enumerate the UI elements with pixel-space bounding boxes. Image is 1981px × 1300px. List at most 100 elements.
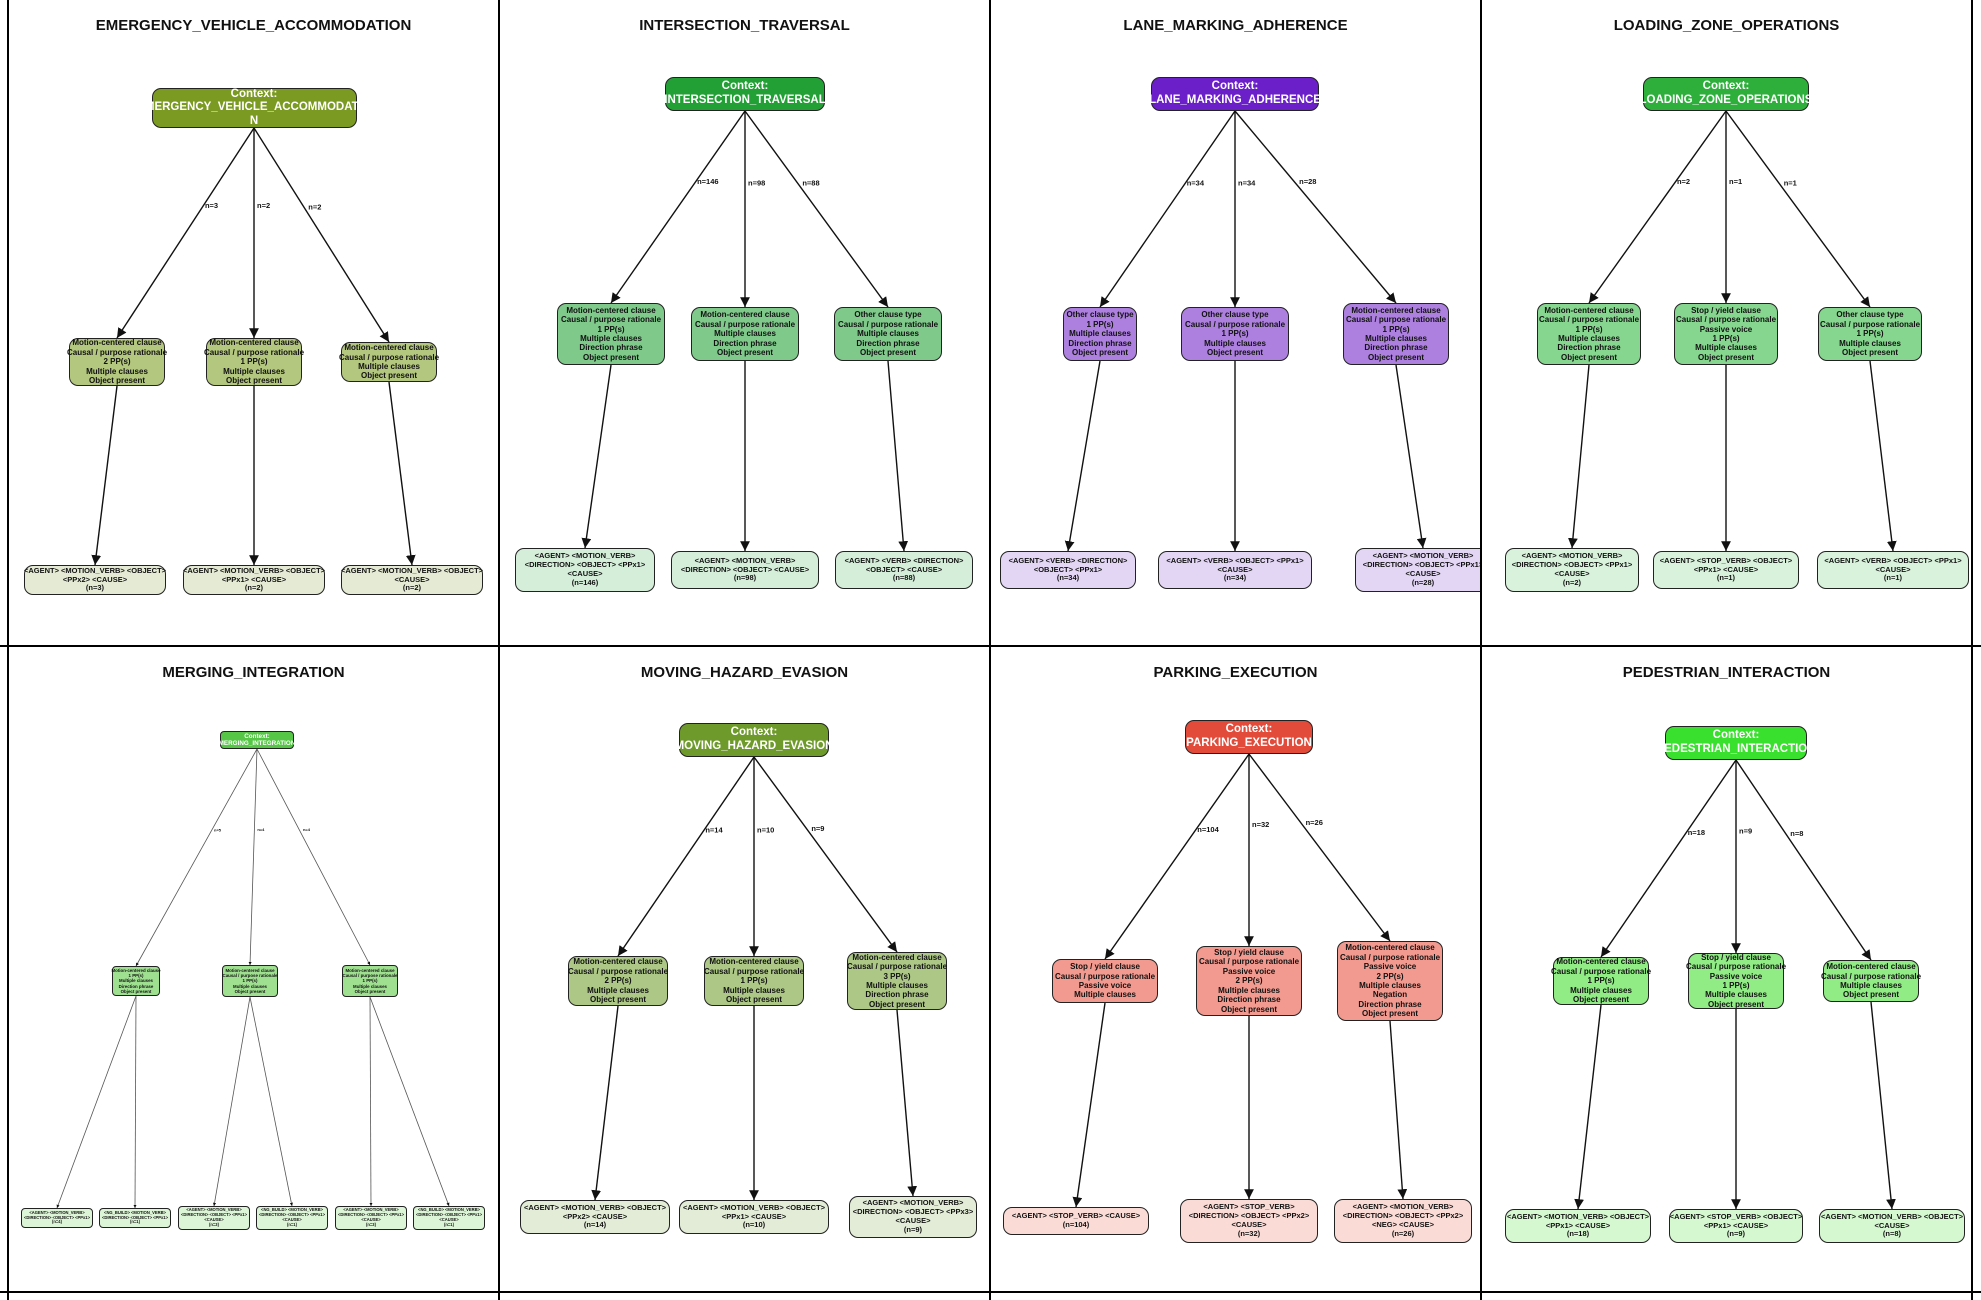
edge-clause-to-leaf xyxy=(1389,1020,1408,1200)
leaf-text-line: (n=34) xyxy=(1056,573,1080,583)
clause-text-line: Object present xyxy=(1841,348,1898,358)
edge-root-to-clause xyxy=(256,748,371,966)
clause-text-line: Object present xyxy=(1560,352,1617,362)
template-leaf-node: <AGENT> <MOTION_VERB><DIRECTION> <OBJECT… xyxy=(1355,548,1480,592)
leaf-text-line: (n=1) xyxy=(1716,573,1736,583)
template-leaf-node: <NG_BUILD> <MOTION_VERB><DIRECTION> <OBJ… xyxy=(256,1206,328,1230)
context-root-node: Context:PARKING_EXECUTION xyxy=(1185,720,1313,754)
leaf-text-line: <DIRECTION> <OBJECT> <CAUSE> xyxy=(680,564,810,574)
clause-text-line: 1 PP(s) xyxy=(242,978,258,984)
clause-text-line: Motion-centered clause xyxy=(573,957,663,967)
edge-count-label: n=3 xyxy=(205,201,218,210)
edge-clause-to-leaf xyxy=(56,995,137,1209)
edge-clause-to-leaf xyxy=(1568,364,1590,549)
context-root-node: Context:LANE_MARKING_ADHERENCE xyxy=(1149,77,1321,111)
root-text-line: MERGING_INTEGRATION xyxy=(218,740,296,747)
leaf-text-line: (n=9) xyxy=(903,1224,923,1234)
edge-clause-to-leaf xyxy=(388,381,416,566)
clause-text-line: 2 PP(s) xyxy=(103,357,131,367)
divider-h1 xyxy=(0,645,1981,647)
clause-text-line: Multiple clauses xyxy=(353,983,387,989)
leaf-text-line: <NEG> <CAUSE> xyxy=(1371,1220,1435,1229)
template-leaf-node: <AGENT> <MOTION_VERB><DIRECTION> <OBJECT… xyxy=(178,1206,250,1230)
leaf-text-line: <AGENT> <STOP_VERB> <OBJECT> xyxy=(1659,555,1793,565)
clause-text-line: Multiple clauses xyxy=(223,366,285,376)
edge-count-label: n=10 xyxy=(757,826,774,835)
clause-text-line: Direction phrase xyxy=(713,338,777,348)
clause-text-line: Direction phrase xyxy=(1358,999,1422,1009)
template-leaf-node: <NG_BUILD> <MOTION_VERB><DIRECTION> <OBJ… xyxy=(99,1208,171,1228)
clause-text-line: Object present xyxy=(120,988,152,994)
clause-text-line: 3 PP(s) xyxy=(883,971,911,981)
edge-clause-to-leaf xyxy=(1870,1001,1896,1210)
clause-text-line: Multiple clauses xyxy=(857,329,919,339)
clause-text-line: Object present xyxy=(1707,999,1764,1009)
clause-text-line: Object present xyxy=(234,988,266,994)
template-leaf-node: <AGENT> <VERB> <DIRECTION><OBJECT> <CAUS… xyxy=(835,551,973,589)
clause-text-line: Object present xyxy=(582,352,639,362)
leaf-text-line: <DIRECTION> <OBJECT> <PPx2> xyxy=(1342,1211,1464,1221)
clause-text-line: Causal / purpose rationale xyxy=(342,973,398,979)
leaf-text-line: <NG_BUILD> <MOTION_VERB> xyxy=(418,1207,480,1213)
leaf-text-line: (n=34) xyxy=(1223,573,1247,583)
root-text-line: INTERSECTION_TRAVERSAL xyxy=(664,94,826,106)
template-leaf-node: <AGENT> <STOP_VERB> <OBJECT><PPx1> <CAUS… xyxy=(1653,551,1799,589)
leaf-text-line: <CAUSE> xyxy=(1874,1220,1910,1230)
panel-title: LANE_MARKING_ADHERENCE xyxy=(1123,17,1348,34)
leaf-text-line: (n=146) xyxy=(571,577,599,587)
clause-text-line: Object present xyxy=(1842,990,1899,1000)
edge-root-to-clause xyxy=(116,127,255,339)
clause-text-line: 1 PP(s) xyxy=(128,973,144,979)
leaf-text-line: <AGENT> <VERB> <DIRECTION> xyxy=(844,555,964,565)
edge-count-label: n=28 xyxy=(1299,177,1316,186)
template-leaf-node: <AGENT> <MOTION_VERB> <OBJECT><PPx2> <CA… xyxy=(24,565,166,595)
clause-text-line: Causal / purpose rationale xyxy=(1550,966,1652,976)
leaf-text-line: <CAUSE> xyxy=(361,1217,381,1222)
leaf-text-line: (n=8) xyxy=(1882,1229,1902,1239)
clause-text-line: 1 PP(s) xyxy=(1086,319,1114,329)
leaf-text-line: <AGENT> <MOTION_VERB> xyxy=(1521,551,1623,561)
edge-root-to-clause xyxy=(617,756,755,957)
edge-root-to-clause xyxy=(1735,759,1872,961)
edge-count-label: n=2 xyxy=(257,201,270,210)
clause-text-line: Passive voice xyxy=(1222,966,1276,976)
leaf-text-line: <PPx1> <CAUSE> xyxy=(1545,1220,1611,1230)
root-text-line: PEDESTRIAN_INTERACTION xyxy=(1656,743,1816,755)
clause-text-line: 1 PP(s) xyxy=(362,978,378,984)
edge-count-label: n=4 xyxy=(303,827,311,832)
edge-root-to-clause xyxy=(753,756,898,953)
leaf-text-line: <AGENT> <VERB> <OBJECT> <PPx1> xyxy=(1824,555,1962,565)
clause-text-line: Direction phrase xyxy=(1068,338,1132,348)
clause-text-line: Causal / purpose rationale xyxy=(567,966,669,976)
clause-text-line: Stop / yield clause xyxy=(1691,305,1761,315)
clause-text-line: Multiple clauses xyxy=(86,366,148,376)
clause-text-line: 1 PP(s) xyxy=(1856,329,1884,339)
leaf-text-line: <NG_BUILD> <MOTION_VERB> xyxy=(104,1209,166,1215)
clause-text-line: 1 PP(s) xyxy=(597,324,625,334)
clause-text-line: Motion-centered clause xyxy=(1826,962,1916,972)
edge-count-label: n=1 xyxy=(1784,178,1797,187)
edge-clause-to-leaf xyxy=(1072,1002,1106,1208)
template-leaf-node: <AGENT> <STOP_VERB> <CAUSE>(n=104) xyxy=(1003,1207,1149,1235)
leaf-text-line: <CAUSE> xyxy=(439,1217,459,1222)
edge-root-to-clause xyxy=(1104,753,1250,960)
root-text-line: Context: xyxy=(1225,723,1273,736)
template-leaf-node: <AGENT> <VERB> <OBJECT> <PPx1><CAUSE>(n=… xyxy=(1158,551,1312,589)
leaf-text-line: (n=4) xyxy=(52,1219,62,1225)
root-text-line: LOADING_ZONE_OPERATIONS xyxy=(1639,94,1813,106)
edge-clause-to-leaf xyxy=(249,996,293,1207)
clause-text-line: Direction phrase xyxy=(579,343,643,353)
divider-h2 xyxy=(0,1291,1981,1293)
clause-text-line: 2 PP(s) xyxy=(1235,976,1263,986)
leaf-text-line: <AGENT> <MOTION_VERB> <OBJECT> xyxy=(1506,1211,1650,1221)
